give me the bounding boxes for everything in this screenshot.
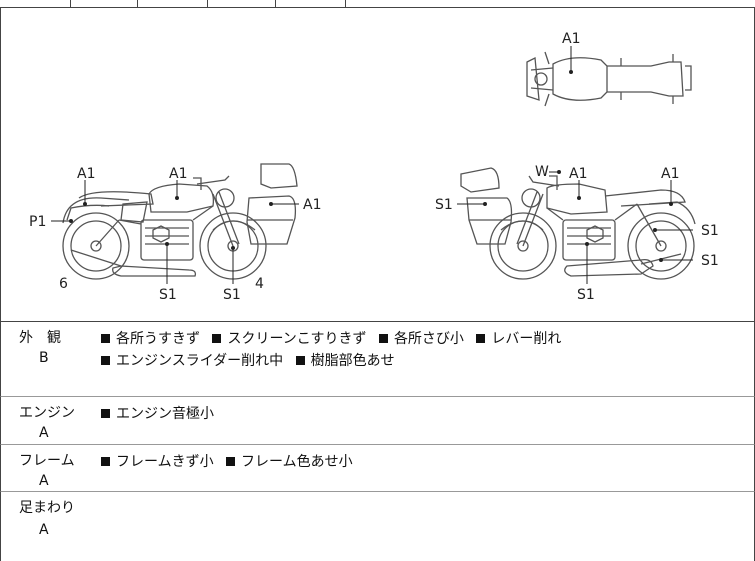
- note-item: エンジン音極小: [101, 406, 214, 422]
- note-item: 樹脂部色あせ: [295, 353, 395, 369]
- damage-diagram: A1 A1 A1 P1 6 S1 S1 4 A1 W A1 A1 S1 S1 S…: [0, 8, 755, 322]
- square-bullet-icon: [295, 356, 305, 365]
- note-item: レバー削れ: [476, 331, 561, 347]
- square-bullet-icon: [378, 334, 388, 343]
- grade-label: A: [39, 522, 49, 538]
- table-col-divider: [137, 0, 138, 8]
- label-left-rear: A1: [77, 166, 95, 182]
- section-engine: エンジン A エンジン音極小: [0, 397, 755, 445]
- label-top-a1: A1: [562, 31, 580, 47]
- square-bullet-icon: [476, 334, 486, 343]
- label-left-front: S1: [223, 287, 241, 303]
- label-left-4: 4: [255, 276, 264, 292]
- grade-label: A: [39, 473, 49, 489]
- label-right-engine: S1: [577, 287, 595, 303]
- label-right-rear-lower: S1: [701, 253, 719, 269]
- grade-label: A: [39, 425, 49, 441]
- square-bullet-icon: [101, 334, 110, 343]
- label-right-case: S1: [435, 197, 453, 213]
- table-header-row-partial: [0, 0, 755, 8]
- label-right-w: W: [535, 164, 549, 180]
- note-item: 各所さび小: [378, 331, 464, 347]
- square-bullet-icon: [101, 356, 110, 365]
- category-label: 足まわり: [19, 500, 75, 516]
- note-item: フレームきず小: [101, 454, 214, 470]
- label-right-rear: A1: [661, 166, 679, 182]
- note-item: スクリーンこすりきず: [212, 331, 366, 347]
- motorcycle-right-view: [460, 167, 696, 280]
- notes-list: エンジン音極小: [101, 403, 751, 425]
- motorcycle-top-view: [526, 51, 692, 107]
- note-item: 各所うすきず: [101, 331, 200, 347]
- label-left-tank: A1: [169, 166, 187, 182]
- label-right-tank: A1: [569, 166, 587, 182]
- category-label: 外 観: [19, 330, 61, 346]
- note-item: フレーム色あせ小: [226, 454, 353, 470]
- label-left-p1: P1: [29, 214, 46, 230]
- label-right-rear-upper: S1: [701, 223, 719, 239]
- section-exterior: 外 観 B 各所うすきず スクリーンこすりきず 各所さび小 レバー削れ エンジン…: [0, 322, 755, 397]
- notes-list: フレームきず小 フレーム色あせ小: [101, 451, 751, 473]
- category-label: フレーム: [19, 453, 75, 469]
- grade-label: B: [39, 350, 49, 366]
- label-left-6: 6: [59, 276, 68, 292]
- category-label: エンジン: [19, 405, 75, 421]
- section-frame: フレーム A フレームきず小 フレーム色あせ小: [0, 445, 755, 492]
- table-col-divider: [207, 0, 208, 8]
- square-bullet-icon: [101, 409, 110, 418]
- square-bullet-icon: [212, 334, 222, 343]
- table-col-divider: [275, 0, 276, 8]
- table-col-divider: [70, 0, 71, 8]
- note-item: エンジンスライダー削れ中: [101, 353, 283, 369]
- table-col-divider: [345, 0, 346, 8]
- label-left-case: A1: [303, 197, 321, 213]
- motorcycle-diagram: A1 A1 A1 P1 6 S1 S1 4 A1 W A1 A1 S1 S1 S…: [29, 31, 719, 303]
- label-left-engine: S1: [159, 287, 177, 303]
- square-bullet-icon: [101, 457, 110, 466]
- square-bullet-icon: [226, 457, 236, 466]
- section-suspension: 足まわり A: [0, 492, 755, 561]
- notes-list: 各所うすきず スクリーンこすりきず 各所さび小 レバー削れ エンジンスライダー削…: [101, 328, 751, 372]
